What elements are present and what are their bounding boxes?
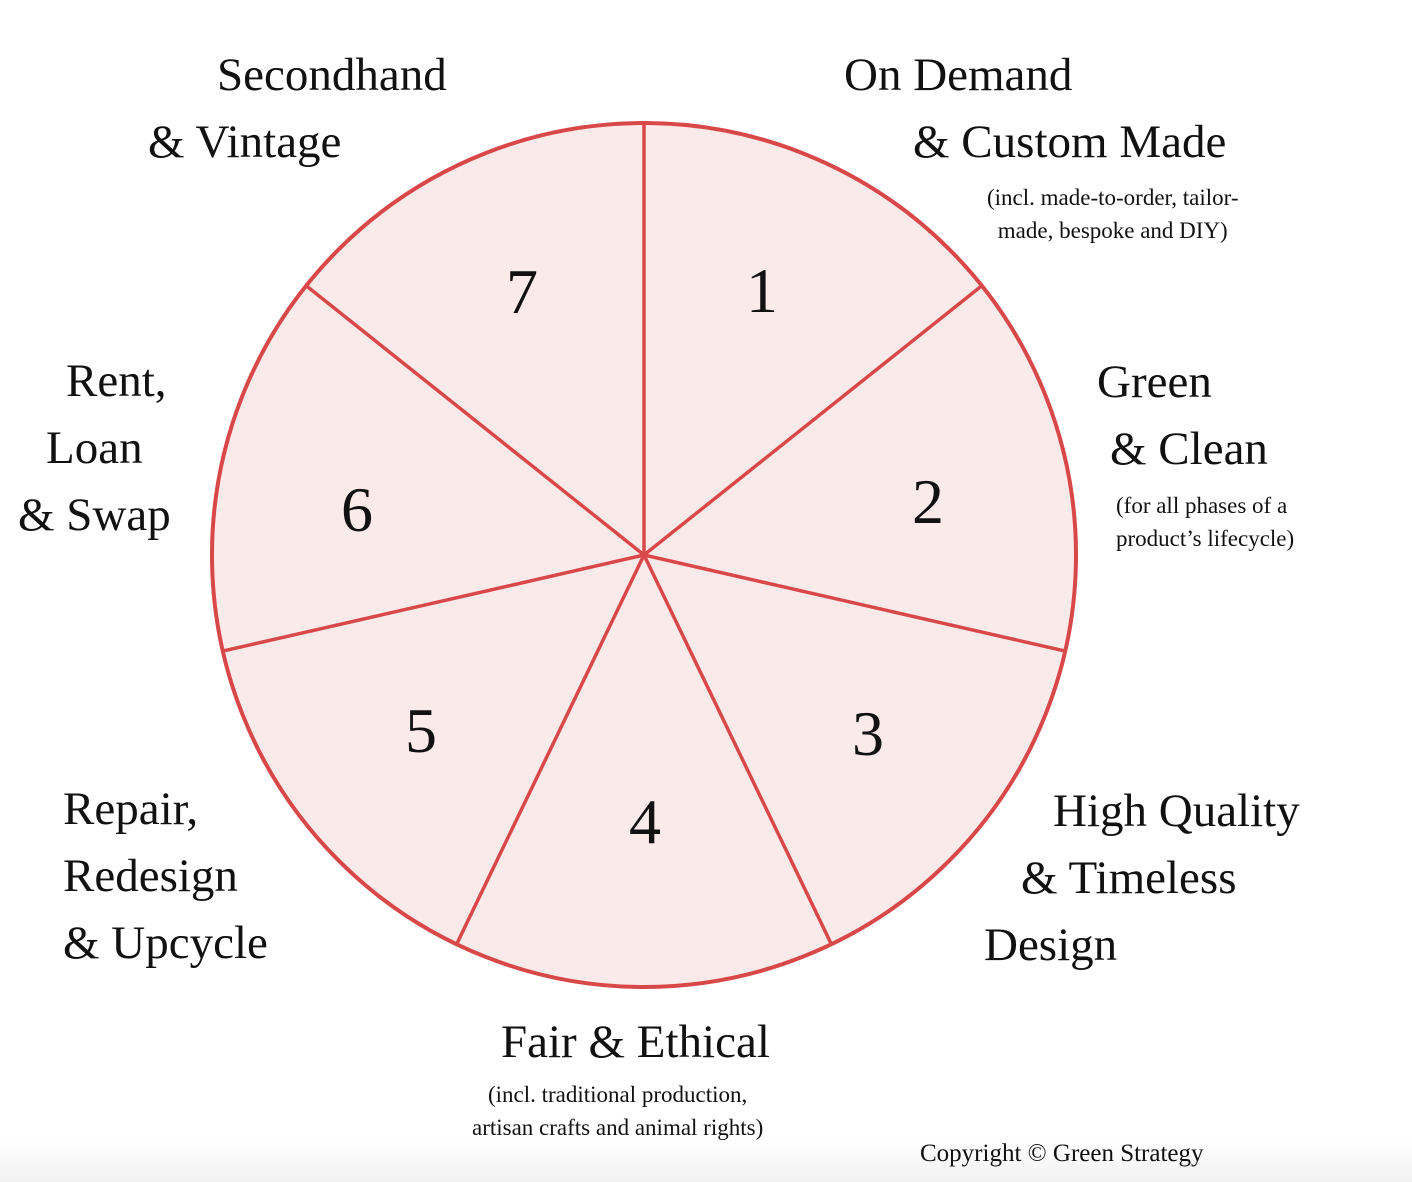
- segment-number-1: 1: [746, 255, 778, 326]
- segment-number-7: 7: [506, 256, 538, 327]
- segment-number-3: 3: [852, 698, 884, 769]
- segment-divider: [642, 554, 833, 945]
- note-line: (incl. made-to-order, tailor-: [987, 185, 1239, 210]
- note-line: (for all phases of a: [1116, 493, 1288, 518]
- segment-label-6: Rent, Loan & Swap: [18, 348, 171, 549]
- segment-number-4: 4: [629, 786, 661, 857]
- note-line: artisan crafts and animal rights): [472, 1115, 764, 1140]
- label-line: & Swap: [18, 489, 171, 541]
- segment-label-1: On Demand & Custom Made: [844, 42, 1226, 176]
- segment-numbers: 1 2 3 4 5 6 7: [341, 255, 944, 857]
- segment-divider: [222, 553, 645, 653]
- label-line: Fair & Ethical: [501, 1016, 770, 1068]
- segment-note-4: (incl. traditional production, artisan c…: [472, 1078, 763, 1144]
- segment-label-3: High Quality & Timeless Design: [984, 778, 1300, 979]
- label-line: Redesign: [63, 850, 238, 902]
- label-line: High Quality: [1053, 785, 1300, 837]
- segment-note-2: (for all phases of a product’s lifecycle…: [1116, 489, 1294, 555]
- segment-label-7: Secondhand & Vintage: [148, 42, 447, 176]
- segment-label-4: Fair & Ethical: [501, 1009, 770, 1076]
- label-line: On Demand: [844, 49, 1073, 101]
- segment-number-2: 2: [912, 466, 944, 537]
- label-line: Repair,: [63, 783, 199, 835]
- label-line: & Vintage: [148, 116, 342, 168]
- label-line: & Timeless: [1021, 852, 1237, 904]
- note-line: (incl. traditional production,: [487, 1082, 748, 1107]
- label-line: & Custom Made: [913, 116, 1227, 168]
- label-line: Secondhand: [217, 49, 447, 101]
- segment-note-1: (incl. made-to-order, tailor- made, besp…: [987, 181, 1239, 247]
- segment-number-6: 6: [341, 474, 373, 545]
- segment-number-5: 5: [405, 695, 437, 766]
- label-line: & Upcycle: [63, 917, 268, 969]
- wheel-spokes: [222, 123, 1066, 945]
- label-line: Design: [984, 919, 1118, 971]
- segment-divider: [455, 554, 646, 945]
- label-line: Rent,: [66, 355, 167, 407]
- segment-divider: [305, 284, 646, 557]
- copyright-notice: Copyright © Green Strategy: [920, 1140, 1204, 1167]
- segment-label-5: Repair, Redesign & Upcycle: [63, 776, 268, 977]
- segment-divider: [643, 553, 1066, 653]
- segment-divider: [642, 284, 983, 557]
- note-line: made, bespoke and DIY): [997, 218, 1228, 243]
- note-line: product’s lifecycle): [1116, 526, 1295, 551]
- label-line: Loan: [46, 422, 143, 474]
- segment-label-2: Green & Clean: [1097, 349, 1268, 483]
- label-line: & Clean: [1110, 423, 1268, 475]
- label-line: Green: [1097, 356, 1212, 408]
